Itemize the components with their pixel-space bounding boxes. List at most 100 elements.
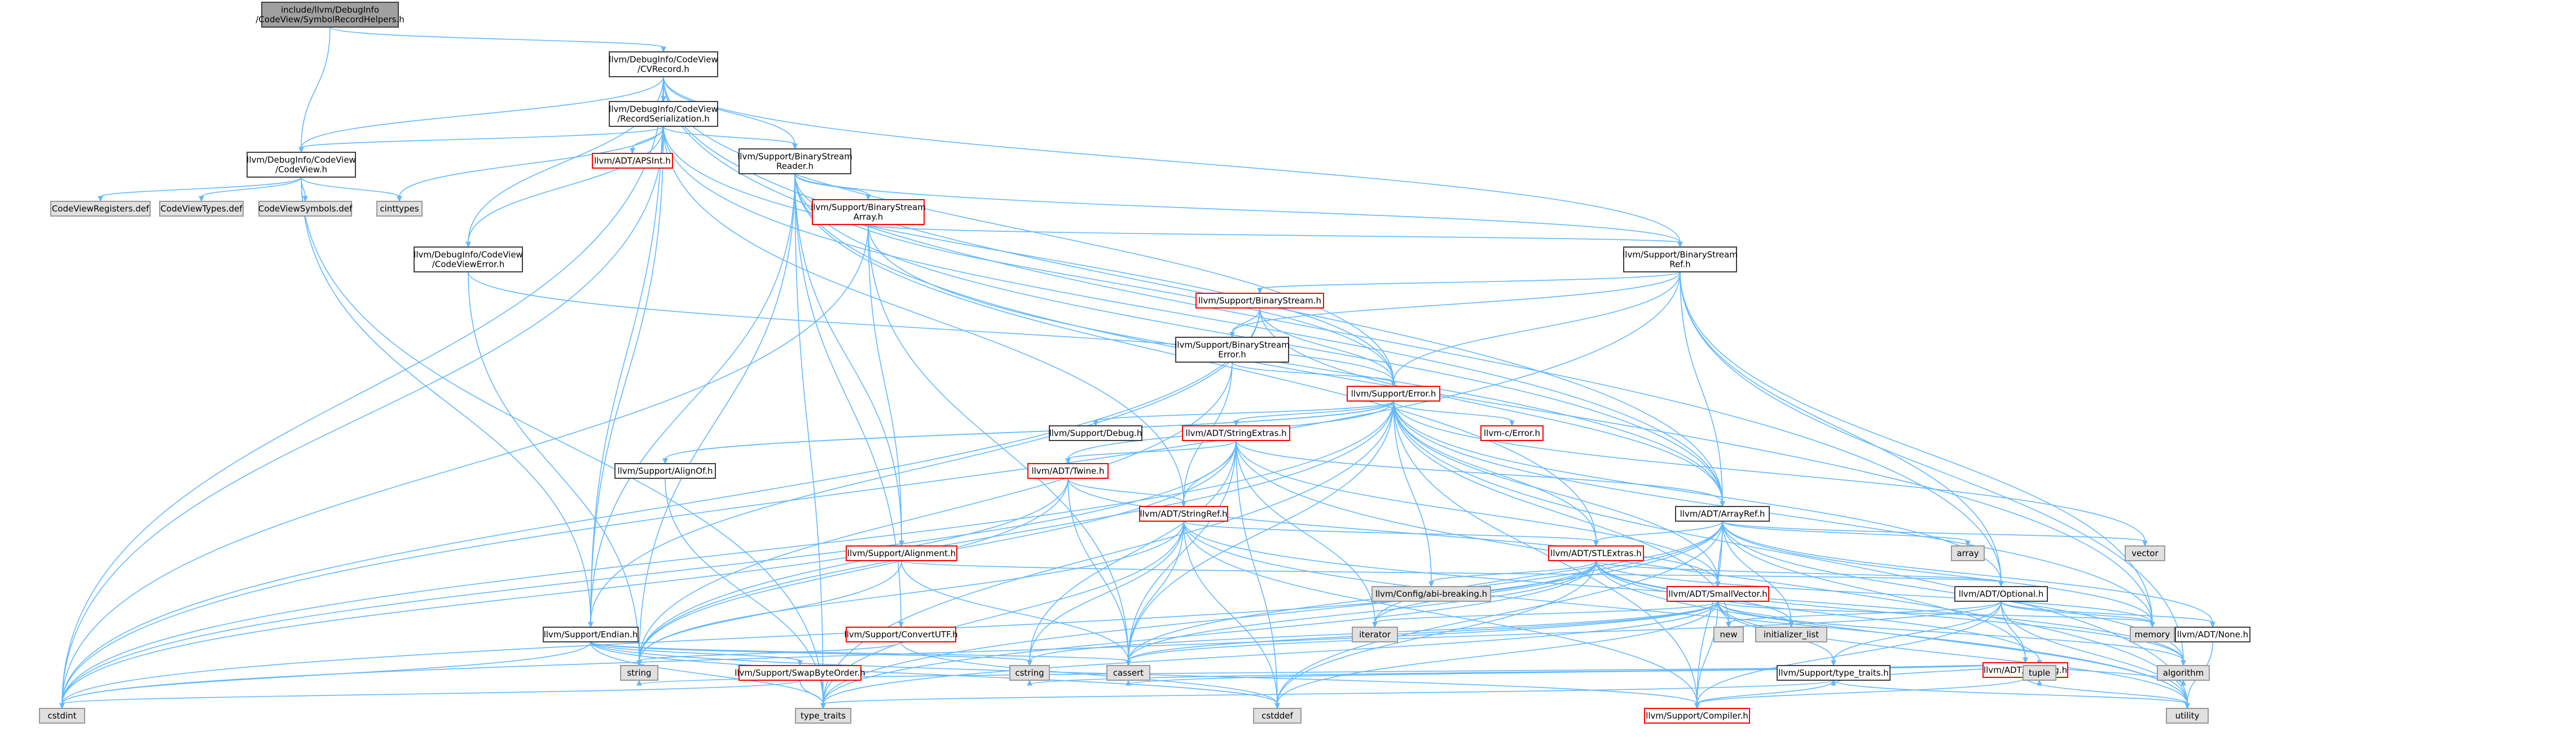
node-box (2166, 708, 2209, 724)
node-memory: memory (2130, 627, 2175, 642)
node-label: cassert (1113, 668, 1144, 678)
edge-typetraitsh-to-type_traits_sys (820, 680, 1834, 710)
node-label: CodeViewTypes.def (160, 204, 243, 214)
node-convutf[interactable]: llvm/Support/ConvertUTF.h (844, 627, 958, 642)
node-array: array (1951, 545, 1985, 561)
edge-error-to-cerror (1393, 400, 1515, 427)
node-debug[interactable]: llvm/Support/Debug.h (1049, 425, 1142, 441)
node-recser[interactable]: llvm/DebugInfo/CodeView/RecordSerializat… (609, 101, 718, 127)
node-box (592, 153, 673, 169)
edge-bsreader-to-bsref (794, 173, 1683, 248)
edge-recser-to-cinttypes (397, 126, 664, 202)
node-endian[interactable]: llvm/Support/Endian.h (543, 627, 639, 642)
edge-arrayref-to-array (1722, 521, 1971, 547)
node-cverror[interactable]: llvm/DebugInfo/CodeView/CodeViewError.h (414, 246, 523, 272)
node-box (609, 101, 718, 127)
node-cstddef: cstddef (1253, 708, 1302, 724)
edge-strextras-to-cassert (1126, 440, 1237, 667)
edge-codeview-to-regdef (98, 177, 302, 202)
node-optional[interactable]: llvm/ADT/Optional.h (1954, 586, 2048, 602)
node-box (1253, 708, 1302, 724)
node-box (738, 148, 851, 174)
node-cstring: cstring (1009, 665, 1050, 681)
node-strextras[interactable]: llvm/ADT/StringExtras.h (1182, 425, 1290, 441)
node-label: llvm/Support/BinaryStream (737, 152, 852, 162)
node-box (738, 665, 861, 681)
node-typetraitsh[interactable]: llvm/Support/type_traits.h (1777, 665, 1891, 681)
edge-optional-to-none (2001, 601, 2215, 628)
edge-hashing-to-cstring (1027, 662, 2026, 686)
edge-optional-to-new (1726, 601, 2002, 628)
node-swap[interactable]: llvm/Support/SwapByteOrder.h (735, 665, 865, 681)
node-label: llvm/Support/BinaryStream (1623, 250, 1738, 260)
node-align[interactable]: llvm/Support/Alignment.h (846, 545, 957, 561)
node-string: string (620, 665, 658, 681)
node-bstream[interactable]: llvm/Support/BinaryStream.h (1195, 293, 1324, 309)
edge-bstream-to-endian (588, 307, 1260, 628)
node-smallvec[interactable]: llvm/ADT/SmallVector.h (1667, 586, 1769, 602)
node-label: vector (2131, 548, 2159, 558)
node-cvrecord[interactable]: llvm/DebugInfo/CodeView/CVRecord.h (609, 51, 718, 77)
edge-bsref-to-memory (1680, 271, 2155, 628)
node-label: llvm/ADT/StringRef.h (1140, 509, 1227, 519)
edge-codeview-to-cinttypes (301, 177, 402, 202)
node-label: llvm/Support/BinaryStream (1175, 340, 1290, 350)
node-box (2130, 627, 2175, 642)
node-box (1548, 545, 1644, 561)
node-error[interactable]: llvm/Support/Error.h (1347, 386, 1440, 402)
edge-optional-to-typetraitsh (1831, 601, 2002, 667)
node-label: algorithm (2163, 668, 2204, 678)
edge-smallvec-to-iterator (1372, 601, 1718, 628)
node-box (846, 627, 956, 642)
edge-strextras-to-iterator (1236, 440, 1378, 628)
node-root[interactable]: include/llvm/DebugInfo/CodeView/SymbolRe… (256, 2, 405, 28)
node-box (614, 463, 716, 479)
edge-smallvec-to-compiler (1694, 601, 1718, 710)
node-label: llvm/ADT/None.h (2177, 629, 2248, 640)
node-apsint[interactable]: llvm/ADT/APSInt.h (592, 153, 673, 169)
edge-endian-to-cstddef (590, 641, 1280, 710)
edge-bsref-to-bstream (1257, 271, 1681, 294)
node-box (2175, 627, 2250, 642)
edge-bsreader-to-convutf (794, 173, 904, 628)
node-label: tuple (2029, 668, 2050, 678)
node-label: Ref.h (1669, 259, 1690, 270)
node-arrayref[interactable]: llvm/ADT/ArrayRef.h (1675, 506, 1770, 522)
node-label: /CodeView.h (275, 165, 327, 175)
node-label: /CVRecord.h (638, 64, 689, 74)
node-stlextras[interactable]: llvm/ADT/STLExtras.h (1548, 545, 1644, 561)
edge-recser-to-codeview (298, 126, 664, 153)
edge-bsarray-to-bsref (868, 224, 1683, 248)
node-label: string (627, 668, 651, 678)
node-label: llvm/Support/Alignment.h (847, 548, 956, 558)
node-typdef: CodeViewTypes.def (159, 201, 244, 217)
node-label: CodeViewSymbols.def (258, 204, 353, 214)
node-box (50, 201, 151, 217)
edge-hashing-to-string (636, 662, 2026, 686)
node-box (1951, 545, 1985, 561)
node-strref[interactable]: llvm/ADT/StringRef.h (1139, 506, 1228, 522)
node-none[interactable]: llvm/ADT/None.h (2175, 627, 2250, 642)
node-label: llvm/Config/abi-breaking.h (1375, 589, 1487, 599)
node-box (846, 545, 957, 561)
node-twine[interactable]: llvm/ADT/Twine.h (1027, 463, 1109, 479)
node-cerror[interactable]: llvm-c/Error.h (1480, 425, 1544, 441)
node-box (247, 152, 356, 178)
node-codeview[interactable]: llvm/DebugInfo/CodeView/CodeView.h (247, 152, 356, 178)
edge-typetraitsh-to-compiler (1694, 680, 1834, 710)
node-label: Error.h (1218, 350, 1246, 360)
edge-bstream-to-bserror (1229, 307, 1260, 338)
node-label: type_traits (801, 711, 846, 721)
edge-bsreader-to-endian (588, 173, 795, 628)
node-label: llvm/Support/ConvertUTF.h (844, 629, 957, 640)
edge-bserror-to-error (1232, 362, 1396, 387)
node-compiler[interactable]: llvm/Support/Compiler.h (1644, 708, 1750, 724)
node-alignof[interactable]: llvm/Support/AlignOf.h (614, 463, 716, 479)
edge-error-to-vector (1393, 400, 2148, 547)
edge-stlextras-to-optional (1595, 560, 2004, 588)
node-algorithm: algorithm (2157, 665, 2210, 681)
